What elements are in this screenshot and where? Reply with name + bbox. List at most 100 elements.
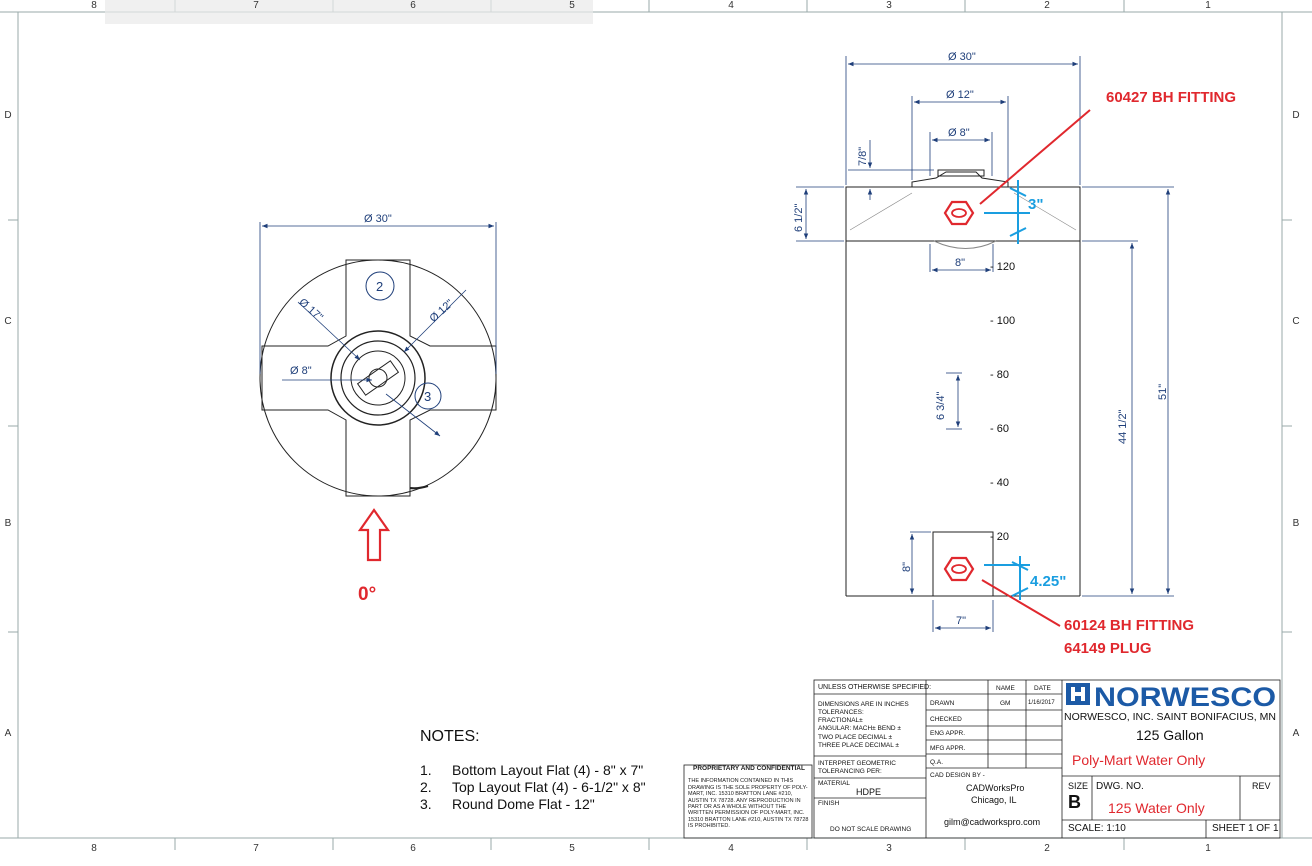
toolbar-ghost (105, 0, 593, 24)
top-fitting-inner (951, 208, 967, 218)
offset-3-label: 3" (1028, 196, 1044, 213)
side-view (845, 169, 1081, 597)
gallon-mark-60: - 60 (990, 423, 1009, 435)
top-view-dimensions (259, 222, 497, 437)
tb-do-not-scale: DO NOT SCALE DRAWING (830, 826, 912, 833)
lid-handle (356, 360, 400, 396)
row-letter-c: C (4, 316, 11, 327)
bottom-fitting-inner (951, 564, 967, 574)
lid-cap (937, 169, 985, 177)
col-num-2: 2 (1044, 0, 1050, 11)
tb-eng-appr: ENG APPR. (930, 730, 966, 737)
tb-drawn-name: GM (1000, 700, 1011, 707)
col-num-2: 2 (1044, 843, 1050, 854)
col-num-8: 8 (91, 843, 97, 854)
lid-profile (911, 171, 1009, 187)
dim-12-diameter: Ø 12" (946, 89, 974, 101)
note-number: 3. (420, 796, 432, 812)
row-letter-b: B (1293, 518, 1300, 529)
tb-drawn-date: 1/16/2017 (1028, 700, 1055, 706)
row-letter-c: C (1292, 316, 1299, 327)
dim-6-3-4: 6 3/4" (935, 392, 947, 420)
tb-company-line: NORWESCO, INC. SAINT BONIFACIUS, MN (1064, 711, 1276, 723)
tank-top-section (845, 186, 1081, 242)
side-view-dimensions (796, 56, 1174, 632)
col-num-6: 6 (410, 843, 416, 854)
dim-30-diameter: Ø 30" (948, 51, 976, 63)
dim-7-8: 7/8" (857, 147, 869, 166)
bottom-fitting-hex (943, 556, 975, 582)
dim-8-side: 8" (901, 562, 913, 572)
col-num-3: 3 (886, 843, 892, 854)
border-row-letters: D C B A D C B A (4, 110, 1299, 739)
note-number: 1. (420, 762, 432, 778)
top-view (259, 259, 497, 497)
top-layout-cross (261, 259, 497, 497)
lid-circle (350, 350, 406, 406)
dim-7: 7" (956, 615, 966, 627)
tb-dims-inches: DIMENSIONS ARE IN INCHES (818, 701, 909, 708)
dim-17-diameter: Ø 17" (296, 296, 325, 324)
note-text: Top Layout Flat (4) - 6-1/2" x 8" (452, 779, 646, 795)
tb-cad-email: gilm@cadworkspro.com (944, 817, 1041, 827)
balloon-2-label: 2 (376, 279, 383, 294)
tb-cad-company: CADWorksPro (966, 783, 1025, 793)
col-num-3: 3 (886, 0, 892, 11)
border-top-numbers: 8 7 6 5 4 3 2 1 (91, 0, 1211, 11)
tb-title: 125 Gallon (1136, 727, 1204, 743)
tb-tolerancing: TOLERANCING PER: (818, 768, 882, 775)
note-number: 2. (420, 779, 432, 795)
dim-6-half: 6 1/2" (793, 204, 805, 232)
tb-three-place: THREE PLACE DECIMAL ± (818, 742, 899, 749)
gallon-mark-20: - 20 (990, 531, 1009, 543)
col-num-8: 8 (91, 0, 97, 11)
row-letter-d: D (4, 110, 11, 121)
tb-size-value: B (1068, 792, 1081, 812)
tb-fractional: FRACTIONAL± (818, 717, 863, 724)
offset-4-25-label: 4.25" (1030, 573, 1067, 590)
zero-degree-label: 0° (358, 584, 376, 605)
bottom-flat-mark (409, 485, 429, 490)
tb-size-label: SIZE (1068, 781, 1089, 791)
gallon-mark-80: - 80 (990, 369, 1009, 381)
dim-51: 51" (1157, 384, 1169, 400)
dome-flat-circle (330, 330, 426, 426)
tb-drawn: DRAWN (930, 700, 955, 707)
tb-name-header: NAME (996, 685, 1015, 692)
tb-unless-specified: UNLESS OTHERWISE SPECIFIED: (818, 684, 932, 691)
dim-12-diameter: Ø 12" (427, 297, 456, 325)
col-num-5: 5 (569, 843, 575, 854)
top-flat-shading-right (1013, 192, 1077, 231)
row-letter-a: A (1293, 728, 1300, 739)
proprietary-body: THE INFORMATION CONTAINED IN THIS DRAWIN… (688, 778, 809, 830)
col-num-1: 1 (1205, 843, 1211, 854)
row-letter-b: B (5, 518, 12, 529)
side-view-labels: Ø 30" Ø 12" Ø 8" 7/8" 6 1/2" 8" 6 3/4" 8… (793, 51, 1169, 627)
tb-dwg-no-value: 125 Water Only (1108, 800, 1205, 816)
plug-bottom-label: 64149 PLUG (1064, 640, 1152, 657)
note-item: 1.Bottom Layout Flat (4) - 8" x 7" (420, 762, 646, 779)
balloon-2-circle (365, 271, 395, 301)
title-block-grid (683, 679, 1281, 839)
top-flat-shading-left (849, 192, 913, 231)
norwesco-logo: NORWESCO (1066, 682, 1276, 712)
dim-44-half: 44 1/2" (1117, 409, 1129, 444)
tb-checked: CHECKED (930, 716, 962, 723)
row-letter-d: D (1292, 110, 1299, 121)
dim-8-diameter: Ø 8" (948, 127, 970, 139)
tb-two-place: TWO PLACE DECIMAL ± (818, 734, 893, 741)
note-text: Round Dome Flat - 12" (452, 796, 595, 812)
tb-scale: SCALE: 1:10 (1068, 823, 1126, 834)
tb-cad-design-by: CAD DESIGN BY - (930, 772, 985, 779)
notes-header: NOTES: (420, 728, 480, 745)
proprietary-title: PROPRIETARY AND CONFIDENTIAL (693, 765, 805, 772)
tb-material-label: MATERIAL (818, 780, 851, 787)
gallon-mark-100: - 100 (990, 315, 1015, 327)
zero-arrow-icon (357, 508, 391, 562)
gallon-marks: - 120 - 100 - 80 - 60 - 40 - 20 (990, 261, 1015, 543)
col-num-7: 7 (253, 843, 259, 854)
tb-date-header: DATE (1034, 685, 1051, 692)
tb-sheet: SHEET 1 OF 1 (1212, 823, 1279, 834)
note-item: 2. Top Layout Flat (4) - 6-1/2" x 8" (420, 779, 646, 796)
